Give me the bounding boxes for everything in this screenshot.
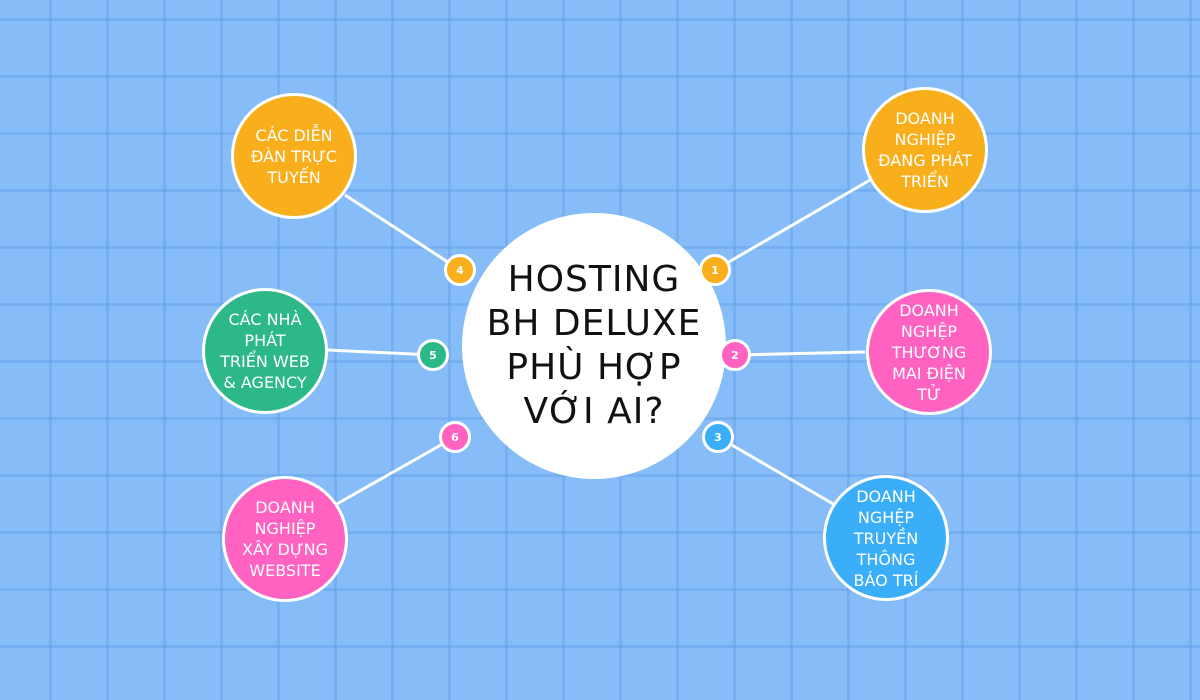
node-website-builders: DOANH NGHIỆP XÂY DỰNG WEBSITE [222,476,348,602]
badge-3: 3 [702,421,734,453]
connector-5 [327,348,434,357]
badge-4: 4 [444,254,476,286]
badge-6: 6 [439,421,471,453]
node-web-developers-agency: CÁC NHÀ PHÁT TRIỂN WEB & AGENCY [202,288,328,414]
central-question: HOSTING BH DELUXE PHÙ HỢP VỚI AI? [462,213,726,479]
node-online-forums: CÁC DIỄN ĐÀN TRỰC TUYẾN [231,93,357,219]
badge-2: 2 [719,339,751,371]
node-media-business: DOANH NGHỆP TRUYỀN THÔNG BÁO TRÍ [823,475,949,601]
connector-2 [734,350,866,357]
badge-5: 5 [417,339,449,371]
connector-4 [344,193,461,272]
connector-3 [717,435,836,507]
node-growing-business: DOANH NGHIỆP ĐANG PHÁT TRIỂN [862,87,988,213]
connector-1 [714,178,871,272]
node-ecommerce: DOANH NGHỆP THƯƠNG MAI ĐIỆN TỬ [866,289,992,415]
badge-1: 1 [699,254,731,286]
connector-6 [334,435,456,507]
